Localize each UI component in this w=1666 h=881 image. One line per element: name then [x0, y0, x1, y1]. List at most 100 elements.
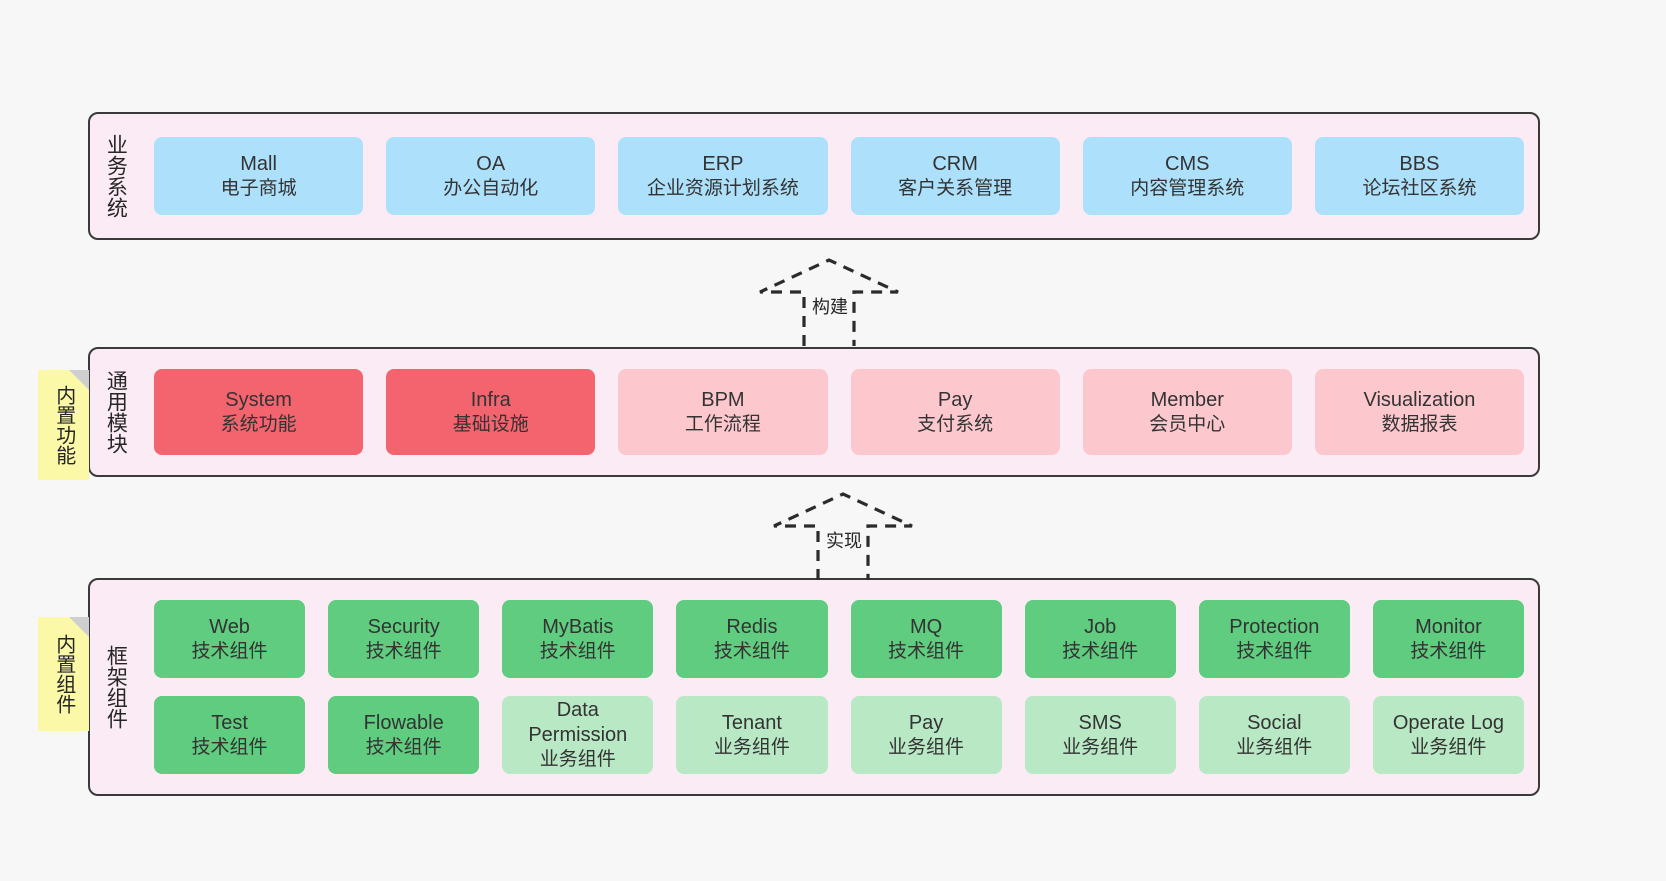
card-mq[interactable]: MQ 技术组件: [850, 600, 1002, 678]
card-subtitle: 技术组件: [1062, 640, 1139, 662]
layer-body-framework: Web 技术组件 Security 技术组件 MyBatis 技术组件 Redi…: [140, 580, 1538, 794]
note-label: 内置组件: [52, 634, 75, 714]
card-title: Data Permission: [528, 699, 628, 747]
card-title: BBS: [1399, 152, 1440, 175]
card-title: MyBatis: [542, 615, 614, 638]
card-subtitle: 技术组件: [365, 736, 442, 758]
card-title: Monitor: [1415, 615, 1482, 638]
card-crm[interactable]: CRM 客户关系管理: [850, 137, 1060, 215]
layer-panel-business: 业务系统 Mall 电子商城 OA 办公自动化 ERP 企业资源计划系统 CRM…: [88, 112, 1540, 240]
card-sms[interactable]: SMS 业务组件: [1024, 696, 1176, 774]
arrow-label-build: 构建: [812, 297, 848, 317]
note-label: 内置功能: [52, 385, 75, 465]
card-infra[interactable]: Infra 基础设施: [386, 369, 596, 455]
card-flowable[interactable]: Flowable 技术组件: [328, 696, 480, 774]
card-title: Redis: [726, 615, 778, 638]
card-title: Member: [1150, 388, 1224, 411]
layer-title-modules: 通用模块: [104, 370, 128, 454]
card-subtitle: 支付系统: [917, 413, 994, 435]
card-subtitle: 数据报表: [1381, 413, 1458, 435]
card-mall[interactable]: Mall 电子商城: [154, 137, 364, 215]
sticky-note-builtin-features: 内置功能: [38, 370, 89, 480]
card-subtitle: 技术组件: [1410, 640, 1487, 662]
card-subtitle: 技术组件: [1236, 640, 1313, 662]
card-title: Job: [1084, 615, 1117, 638]
card-row: System 系统功能 Infra 基础设施 BPM 工作流程 Pay 支付系统…: [154, 369, 1525, 455]
arrow-implement: [773, 492, 913, 580]
card-subtitle: 会员中心: [1149, 413, 1226, 435]
card-title: SMS: [1078, 711, 1122, 734]
card-row: Test 技术组件 Flowable 技术组件 Data Permission …: [154, 696, 1524, 774]
card-monitor[interactable]: Monitor 技术组件: [1372, 600, 1524, 678]
card-title: Flowable: [363, 711, 444, 734]
card-redis[interactable]: Redis 技术组件: [676, 600, 828, 678]
card-operate-log[interactable]: Operate Log 业务组件: [1372, 696, 1524, 774]
card-subtitle: 电子商城: [220, 177, 297, 199]
card-subtitle: 论坛社区系统: [1362, 177, 1477, 199]
card-title: Social: [1247, 711, 1302, 734]
card-row: Web 技术组件 Security 技术组件 MyBatis 技术组件 Redi…: [154, 600, 1524, 678]
card-title: Security: [367, 615, 440, 638]
card-subtitle: 基础设施: [452, 413, 529, 435]
card-title: Protection: [1229, 615, 1320, 638]
card-title: Infra: [470, 388, 511, 411]
card-title: ERP: [702, 152, 744, 175]
card-pay-component[interactable]: Pay 业务组件: [850, 696, 1002, 774]
card-subtitle: 业务组件: [1236, 736, 1313, 758]
note-fold-corner-icon: [69, 617, 89, 637]
card-protection[interactable]: Protection 技术组件: [1198, 600, 1350, 678]
card-title: MQ: [909, 615, 943, 638]
card-test[interactable]: Test 技术组件: [154, 696, 306, 774]
card-tenant[interactable]: Tenant 业务组件: [676, 696, 828, 774]
layer-title-framework: 框架组件: [104, 645, 128, 729]
layer-title-business: 业务系统: [104, 134, 128, 218]
card-erp[interactable]: ERP 企业资源计划系统: [618, 137, 828, 215]
card-title: OA: [476, 152, 506, 175]
card-title: System: [225, 388, 292, 411]
card-web[interactable]: Web 技术组件: [154, 600, 306, 678]
card-pay-module[interactable]: Pay 支付系统: [850, 369, 1060, 455]
card-member[interactable]: Member 会员中心: [1082, 369, 1292, 455]
card-subtitle: 技术组件: [365, 640, 442, 662]
card-title: Tenant: [721, 711, 782, 734]
layer-panel-framework: 框架组件 Web 技术组件 Security 技术组件 MyBatis 技术组件…: [88, 578, 1540, 796]
card-subtitle: 技术组件: [888, 640, 965, 662]
card-subtitle: 技术组件: [539, 640, 616, 662]
sticky-note-builtin-components: 内置组件: [38, 617, 89, 731]
card-subtitle: 业务组件: [888, 736, 965, 758]
card-subtitle: 内容管理系统: [1130, 177, 1245, 199]
note-fold-corner-icon: [69, 370, 89, 390]
arrow-build: [759, 258, 899, 346]
card-data-permission[interactable]: Data Permission 业务组件: [502, 696, 654, 774]
card-title: BPM: [701, 388, 745, 411]
card-row: Mall 电子商城 OA 办公自动化 ERP 企业资源计划系统 CRM 客户关系…: [154, 137, 1525, 215]
card-subtitle: 业务组件: [1410, 736, 1487, 758]
card-system[interactable]: System 系统功能: [154, 369, 364, 455]
card-title: Test: [211, 711, 248, 734]
card-job[interactable]: Job 技术组件: [1024, 600, 1176, 678]
card-title: Mall: [240, 152, 277, 175]
card-title: Operate Log: [1392, 711, 1505, 734]
card-visualization[interactable]: Visualization 数据报表: [1314, 369, 1525, 455]
layer-body-modules: System 系统功能 Infra 基础设施 BPM 工作流程 Pay 支付系统…: [140, 349, 1538, 475]
card-subtitle: 企业资源计划系统: [646, 177, 799, 199]
card-title: Pay: [937, 388, 973, 411]
card-title: CRM: [932, 152, 978, 175]
card-subtitle: 系统功能: [220, 413, 297, 435]
card-subtitle: 业务组件: [539, 749, 616, 771]
card-oa[interactable]: OA 办公自动化: [386, 137, 596, 215]
card-subtitle: 办公自动化: [443, 177, 539, 199]
card-security[interactable]: Security 技术组件: [328, 600, 480, 678]
card-social[interactable]: Social 业务组件: [1198, 696, 1350, 774]
card-subtitle: 技术组件: [191, 736, 268, 758]
card-subtitle: 技术组件: [191, 640, 268, 662]
card-bbs[interactable]: BBS 论坛社区系统: [1314, 137, 1525, 215]
card-mybatis[interactable]: MyBatis 技术组件: [502, 600, 654, 678]
arrow-label-implement: 实现: [826, 531, 862, 551]
card-cms[interactable]: CMS 内容管理系统: [1082, 137, 1292, 215]
card-title: Visualization: [1363, 388, 1476, 411]
layer-panel-modules: 通用模块 System 系统功能 Infra 基础设施 BPM 工作流程 Pay…: [88, 347, 1540, 477]
card-title: Pay: [908, 711, 944, 734]
card-bpm[interactable]: BPM 工作流程: [618, 369, 828, 455]
